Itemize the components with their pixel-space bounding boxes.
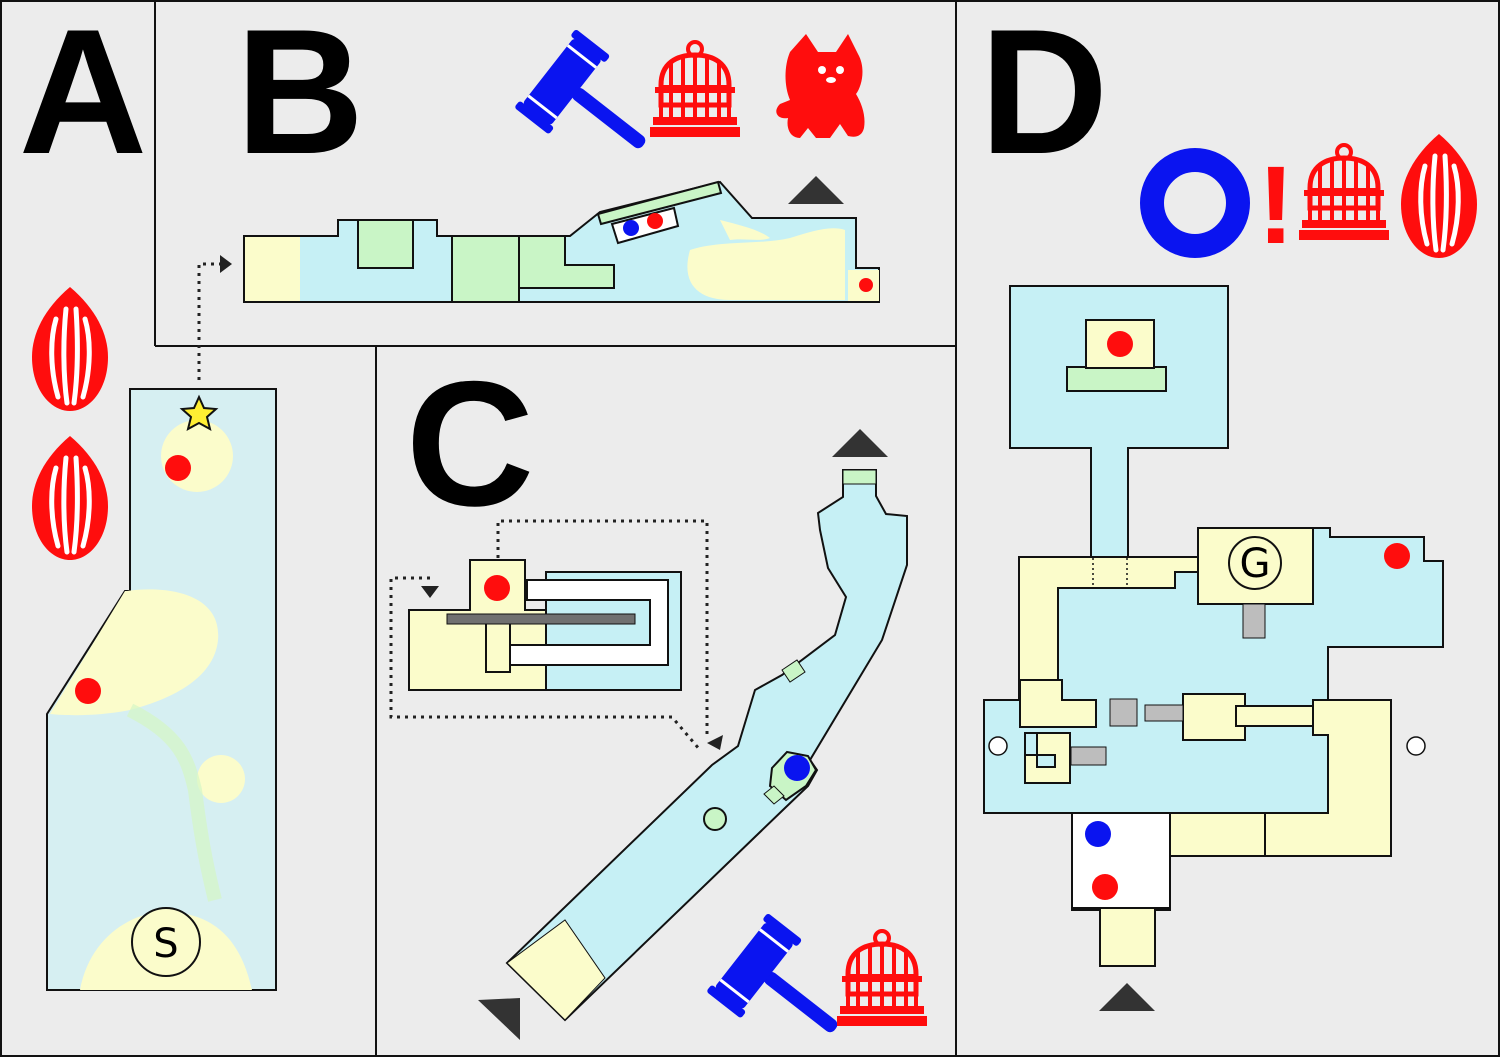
hammer-icon: [704, 911, 868, 1057]
dog-icon: [776, 34, 865, 138]
inset-room: [389, 519, 723, 751]
svg-text:!: !: [1258, 144, 1295, 267]
panel-d: D !: [980, 0, 1477, 1011]
exit-arrow-up: [1099, 983, 1155, 1011]
seed-icon: [1401, 134, 1477, 258]
red-item-dot: [859, 278, 873, 292]
panel-label-a: A: [19, 0, 148, 191]
grass-block: [842, 469, 877, 485]
ring-icon: [1140, 148, 1250, 258]
panel-label-d: D: [980, 0, 1109, 191]
hammer-icon: [512, 27, 676, 187]
sand-patches: [245, 220, 879, 301]
panel-label-c: C: [406, 344, 535, 543]
panel-c: C: [389, 344, 927, 1057]
arrow-head: [707, 735, 723, 750]
seed-icon: [32, 436, 108, 560]
grass-block: [781, 659, 806, 683]
start-label: S: [153, 921, 178, 967]
birdcage-icon: [650, 42, 740, 137]
panel-b: B: [236, 0, 880, 303]
red-item-dot: [484, 575, 510, 601]
side-door-right: [1406, 736, 1426, 756]
red-item-dot: [75, 678, 101, 704]
corridor: [1090, 447, 1129, 559]
red-item-dot: [1384, 543, 1410, 569]
star-icon: [179, 394, 219, 431]
red-item-dot: [647, 213, 663, 229]
seed-icon: [32, 287, 108, 411]
side-door-left: [988, 736, 1008, 756]
start-marker: S: [131, 907, 201, 977]
goal-label: G: [1240, 541, 1271, 587]
blue-item-dot: [1085, 821, 1111, 847]
birdcage-icon: [1299, 145, 1389, 240]
arrow-head: [421, 586, 439, 598]
exit-arrow-down-left: [478, 998, 520, 1040]
goal-marker: G: [1228, 536, 1282, 590]
red-item-dot: [1092, 874, 1118, 900]
red-item-dot: [1107, 331, 1133, 357]
panel-label-b: B: [236, 0, 365, 191]
sand-notches: [1024, 732, 1056, 768]
arrow-head: [220, 255, 232, 273]
sand-patch: [506, 919, 606, 1021]
exit-arrow-up: [788, 176, 844, 204]
pedestal-grass: [1066, 366, 1167, 392]
path-arrow-loop: [389, 576, 702, 751]
path-arrow-a-to-b: [197, 262, 220, 380]
exclamation-icon: !: [1258, 144, 1295, 267]
birdcage-icon: [837, 931, 927, 1026]
blue-item-dot: [784, 755, 810, 781]
green-marker: [703, 807, 727, 831]
blue-item-dot: [623, 220, 639, 236]
exit-arrow-up: [832, 429, 888, 457]
grass-fringe: [126, 703, 222, 902]
dotted-gate: [1092, 558, 1128, 588]
grass-block: [763, 785, 785, 805]
stone-blocks: [1070, 603, 1266, 766]
panel-a: A S: [19, 0, 277, 991]
red-item-dot: [165, 455, 191, 481]
path-arrow-loop: [496, 519, 709, 738]
corridor-cover: [1092, 446, 1127, 450]
white-room: [1071, 812, 1171, 909]
grass-blocks: [357, 180, 723, 303]
